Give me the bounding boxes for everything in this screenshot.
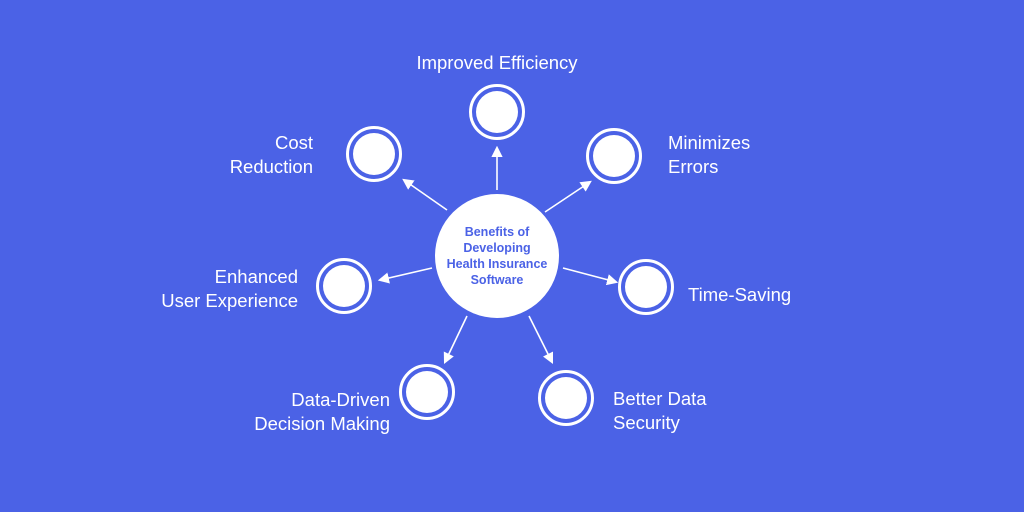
label-line: Minimizes xyxy=(668,132,751,153)
label-data-driven-decision-making: Data-Driven Decision Making xyxy=(180,388,390,436)
label-line: Security xyxy=(613,412,680,433)
circle-icon xyxy=(545,377,587,419)
label-line: Data-Driven xyxy=(291,389,390,410)
circle-icon xyxy=(323,265,365,307)
circle-icon xyxy=(625,266,667,308)
label-line: Cost xyxy=(274,132,313,153)
label-cost-reduction: Cost Reduction xyxy=(110,131,313,179)
node-time-saving xyxy=(618,259,674,315)
circle-icon xyxy=(406,371,448,413)
node-better-data-security xyxy=(538,370,594,426)
label-enhanced-user-experience: Enhanced User Experience xyxy=(88,265,298,313)
arrow-time-saving xyxy=(562,267,619,286)
label-line: Decision Making xyxy=(254,413,390,434)
circle-icon xyxy=(353,133,395,175)
label-minimizes-errors: Minimizes Errors xyxy=(668,131,750,179)
label-line: Errors xyxy=(668,156,719,177)
label-better-data-security: Better Data Security xyxy=(613,387,707,435)
node-enhanced-user-experience xyxy=(316,258,372,314)
circle-icon xyxy=(476,91,518,133)
arrow-better-data-security xyxy=(528,315,554,365)
node-data-driven-decision-making xyxy=(399,364,455,420)
center-title-line: Software xyxy=(470,273,524,287)
center-hub: Benefits of Developing Health Insurance … xyxy=(435,194,559,318)
center-title-line: Benefits of xyxy=(464,225,530,239)
node-cost-reduction xyxy=(346,126,402,182)
arrow-enhanced-user-experience xyxy=(377,267,433,284)
label-improved-efficiency: Improved Efficiency xyxy=(380,51,614,75)
node-improved-efficiency xyxy=(469,84,525,140)
label-line: Reduction xyxy=(229,156,313,177)
node-minimizes-errors xyxy=(586,128,642,184)
center-title-line: Health Insurance xyxy=(446,257,548,271)
arrow-data-driven-decision-making xyxy=(443,315,468,365)
label-time-saving: Time-Saving xyxy=(688,283,791,307)
circle-icon xyxy=(593,135,635,177)
label-line: Better Data xyxy=(613,388,707,409)
label-line: Enhanced xyxy=(214,266,298,287)
label-line: Time-Saving xyxy=(688,284,792,305)
center-title-line: Developing xyxy=(463,241,531,255)
label-line: Improved Efficiency xyxy=(416,52,578,73)
arrow-minimizes-errors xyxy=(544,180,592,213)
center-title: Benefits of Developing Health Insurance … xyxy=(441,224,553,288)
arrow-cost-reduction xyxy=(402,178,448,211)
label-line: User Experience xyxy=(161,290,298,311)
